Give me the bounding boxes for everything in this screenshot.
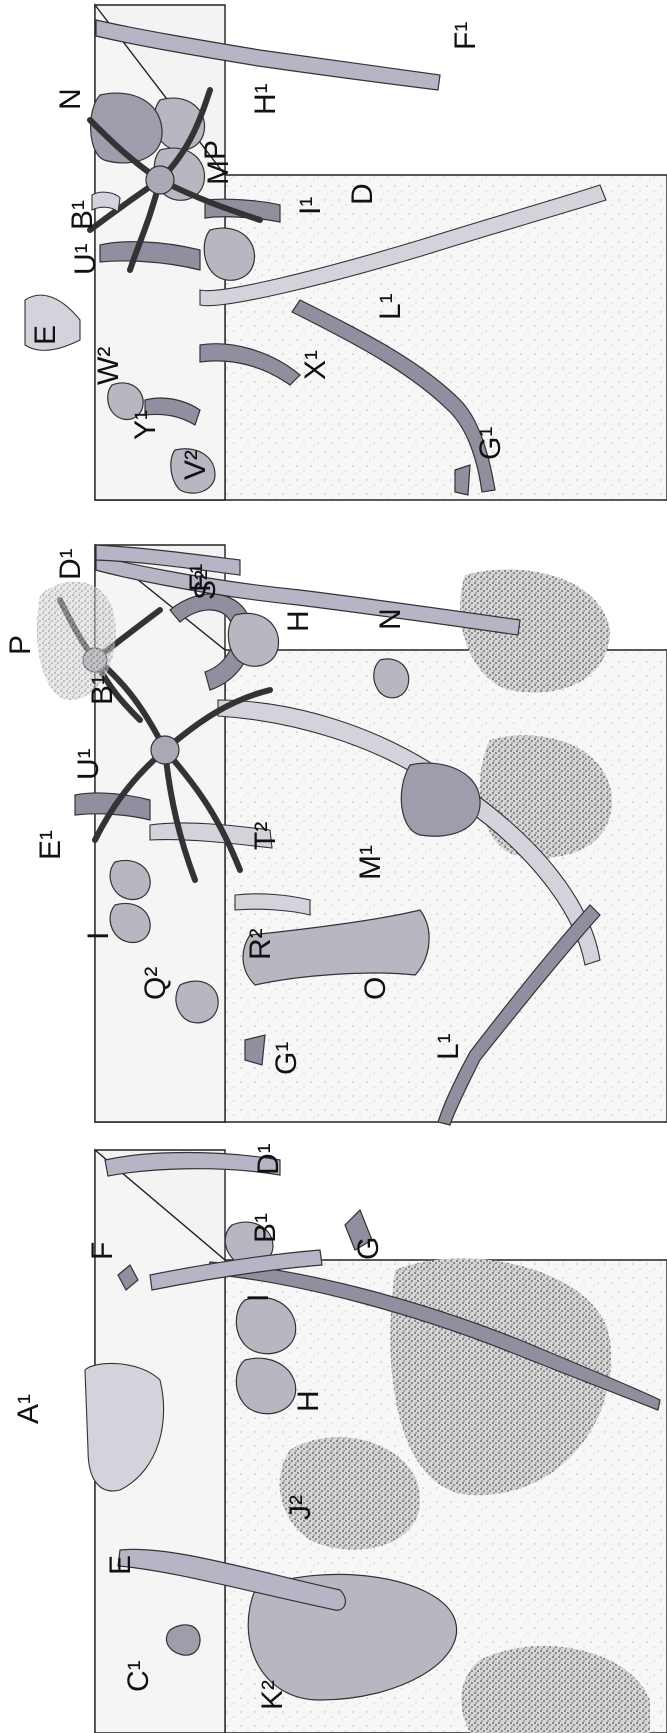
- label-p3-p: P: [199, 140, 232, 160]
- panel-2-shell-q2: [176, 981, 218, 1023]
- label-p3-g1: G¹: [474, 427, 507, 460]
- label-j2: J²: [284, 1495, 317, 1520]
- panel-2-cone-g1: [245, 1035, 265, 1065]
- label-p2-i: I: [82, 932, 115, 940]
- panel-3-cone-g1: [455, 465, 470, 495]
- label-p3-w2: W²: [92, 347, 125, 385]
- label-p2-r2: R²: [244, 928, 277, 960]
- panel-3: B¹ D E F¹ G¹ H¹ I¹ L¹ M N P U¹ V² W² X¹ …: [25, 5, 667, 500]
- label-p3-u1: U¹: [69, 243, 102, 275]
- label-k2: K²: [256, 1680, 289, 1710]
- label-p2-t2: T²: [249, 822, 282, 850]
- label-p3-v2: V²: [179, 450, 212, 480]
- label-g: G: [352, 1237, 385, 1260]
- label-p3-m: M: [202, 160, 235, 185]
- label-p2-p: P: [4, 635, 37, 655]
- label-h: H: [292, 1390, 325, 1412]
- label-p2-b1: B¹: [86, 675, 119, 705]
- label-f: F: [86, 1242, 119, 1260]
- panel-2: B¹ D¹ E¹ F¹ G¹ H I L¹ M¹ N O P Q² R² S² …: [4, 545, 667, 1125]
- label-c1: C¹: [122, 1660, 155, 1692]
- label-p2-q2: Q²: [139, 967, 172, 1000]
- panel-1: A¹ B¹ C¹ D¹ E F G H I J² K²: [12, 1143, 667, 1733]
- label-i: I: [242, 1294, 275, 1302]
- label-p2-h: H: [282, 610, 315, 632]
- label-p2-g1: G¹: [270, 1042, 303, 1075]
- label-p2-u1: U¹: [72, 748, 105, 780]
- label-d1: D¹: [252, 1143, 285, 1175]
- label-p3-b1: B¹: [66, 200, 99, 230]
- label-p3-x1: X¹: [299, 350, 332, 380]
- label-p3-e: E: [29, 325, 62, 345]
- label-p2-l1: L¹: [432, 1033, 465, 1060]
- label-p3-d: D: [346, 183, 379, 205]
- panel-2-shell-n: [374, 659, 409, 698]
- label-p2-e1: E¹: [34, 830, 67, 860]
- panel-2-shell-h: [228, 613, 278, 666]
- label-p2-n: N: [374, 608, 407, 630]
- panel-3-sediment: [226, 176, 666, 499]
- label-p2-s2: S²: [189, 570, 222, 600]
- label-p3-f1: F¹: [449, 22, 482, 50]
- label-p2-m1: M¹: [354, 845, 387, 880]
- label-a1: A¹: [12, 1394, 45, 1424]
- label-p3-i1: I¹: [294, 197, 327, 215]
- label-p3-y1: Y¹: [129, 410, 162, 440]
- label-p2-d1: D¹: [54, 548, 87, 580]
- label-p3-h1: H¹: [249, 83, 282, 115]
- label-p3-n: N: [54, 88, 87, 110]
- label-p2-o: O: [359, 977, 392, 1000]
- label-b1: B¹: [249, 1213, 282, 1243]
- label-e: E: [104, 1555, 137, 1575]
- label-p3-l1: L¹: [374, 293, 407, 320]
